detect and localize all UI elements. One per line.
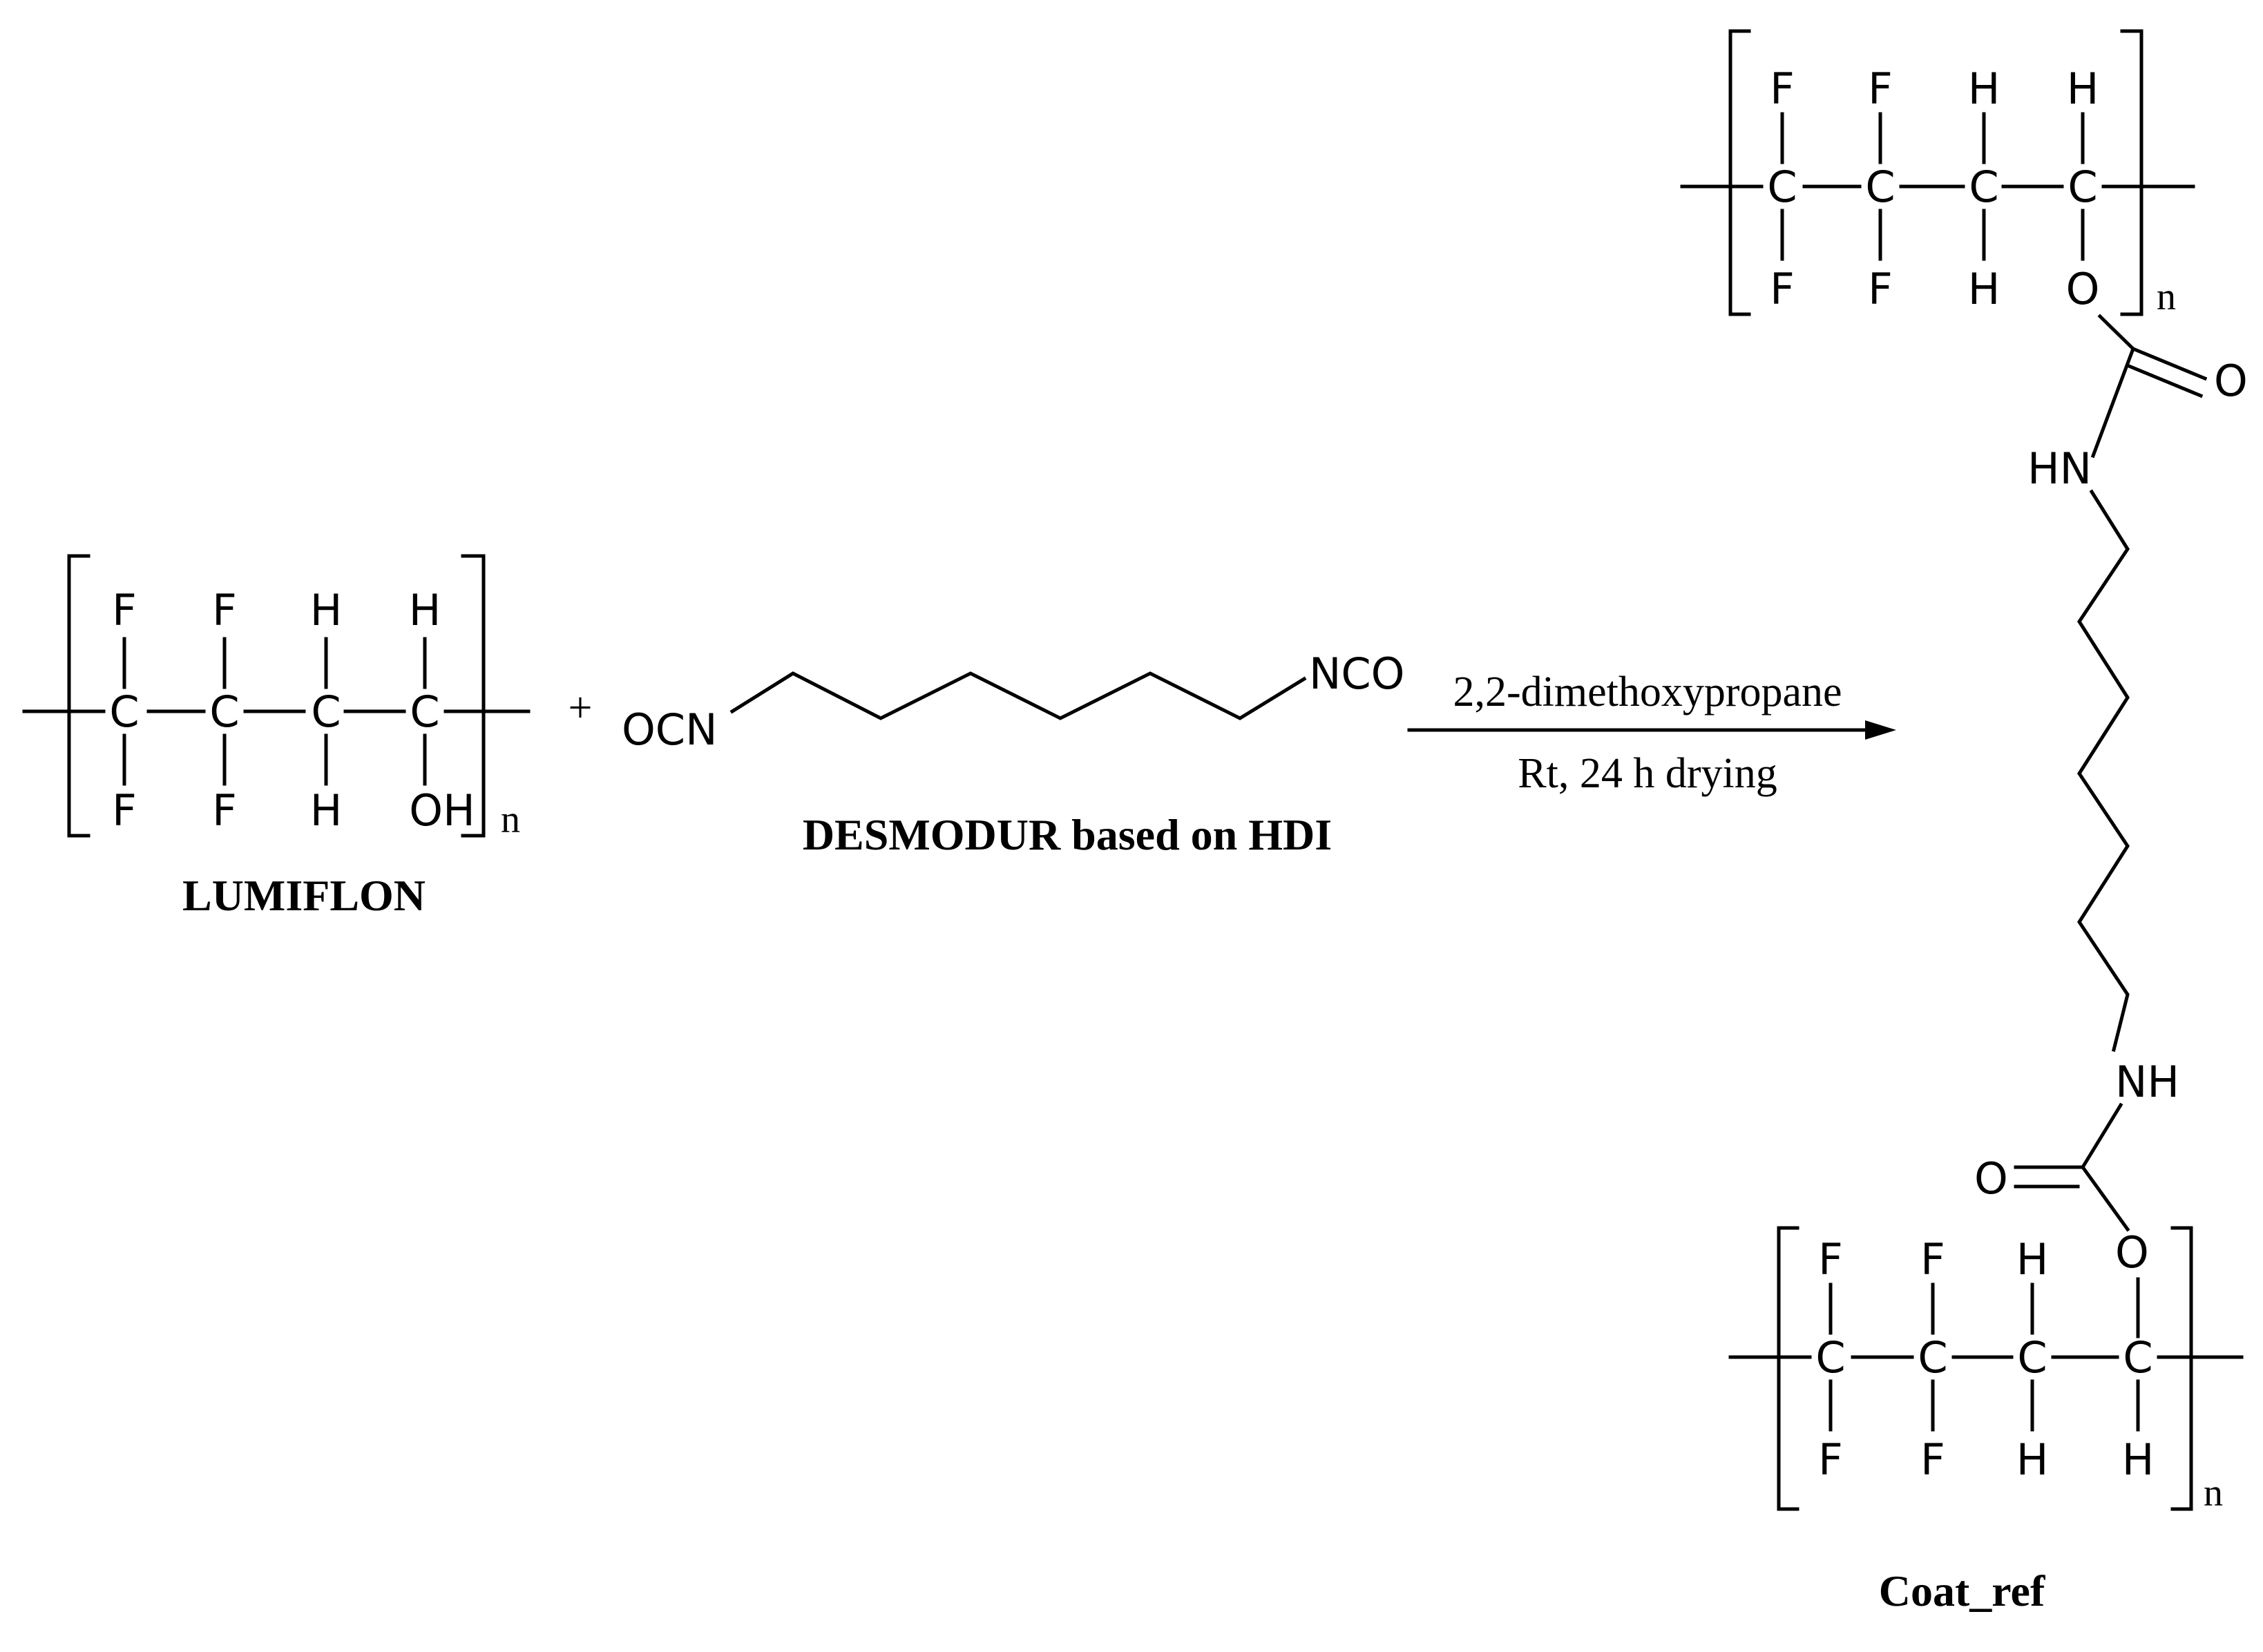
plus-sign: + [569,684,593,731]
desmodur-label: DESMODUR based on HDI [803,810,1332,859]
product-label: Coat_ref [1879,1566,2045,1615]
repeat-unit-n: n [2204,1472,2223,1515]
atom-o: O [2214,356,2248,406]
atom-c: C [1815,1332,1845,1383]
lumiflon-right-bracket [461,554,486,838]
product-top-right-bracket [2120,29,2143,316]
atom-o: O [2066,264,2100,314]
product-bottom-unit: F F H C C C C F F H H n [1728,1226,2244,1515]
atom-f: F [1770,264,1795,314]
atom-nh: NH [2115,1057,2179,1107]
repeat-unit-n: n [2157,276,2176,318]
atom-c: C [2068,162,2097,212]
atom-f: F [212,585,237,635]
atom-f: F [1920,1234,1945,1285]
atom-o: O [1974,1153,2008,1204]
atom-c: C [1969,162,1998,212]
atom-h: H [2016,1434,2049,1485]
atom-c: C [109,686,139,737]
atom-f: F [1818,1234,1843,1285]
product-bottom-right-bracket [2170,1226,2193,1511]
atom-c: C [2017,1332,2047,1383]
atom-o: O [2115,1227,2149,1278]
atom-hn: HN [2027,443,2092,494]
desmodur-structure: OCN NCO [622,649,1404,755]
atom-f: F [1920,1434,1945,1485]
reagent-label: 2,2-dimethoxypropane [1453,669,1842,715]
product-top-left-bracket [1728,29,1751,316]
atom-ocn: OCN [622,704,717,755]
atom-nco: NCO [1309,649,1404,699]
atom-c: C [311,686,341,737]
hexamethylene-chain [729,671,1307,720]
repeat-unit-n: n [501,798,520,841]
atom-f: F [1868,64,1893,114]
lumiflon-left-bracket [67,554,90,838]
atom-c: C [2123,1332,2152,1383]
atom-h: H [409,585,441,635]
lumiflon-structure: F F H H C C C C F F H OH n [22,554,531,841]
atom-f: F [112,585,137,635]
lumiflon-label: LUMIFLON [182,871,426,920]
atom-c: C [1918,1332,1947,1383]
atom-h: H [1968,64,2001,114]
atom-h: H [2067,64,2099,114]
atom-h: H [2016,1234,2049,1285]
atom-c: C [1865,162,1895,212]
urethane-linker: O HN NH O O [1974,314,2248,1278]
atom-h: H [310,785,343,836]
atom-f: F [1868,264,1893,314]
atom-f: F [1818,1434,1843,1485]
atom-c: C [209,686,239,737]
atom-f: F [112,785,137,836]
product-top-unit: F F H H C C C C F F H O n [1680,29,2195,318]
atom-c: C [1767,162,1797,212]
atom-h: H [310,585,343,635]
atom-oh: OH [409,785,475,836]
atom-f: F [1770,64,1795,114]
reaction-arrow [1407,720,1896,740]
conditions-label: Rt, 24 h drying [1518,750,1777,797]
atom-f: F [212,785,237,836]
atom-h: H [1968,264,2001,314]
hexamethylene-linker-chain [2077,489,2130,1053]
atom-c: C [410,686,439,737]
atom-h: H [2122,1434,2155,1485]
product-bottom-left-bracket [1777,1226,1799,1511]
